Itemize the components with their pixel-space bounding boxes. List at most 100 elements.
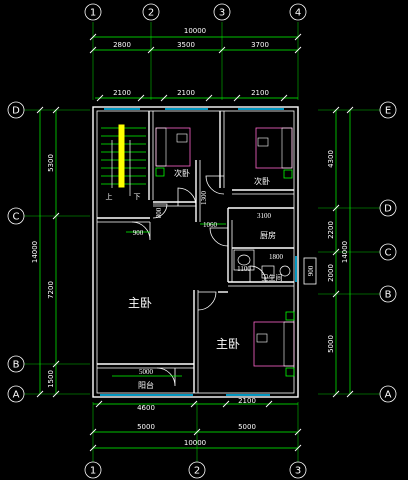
axis-bubble-top-2: 2	[142, 3, 160, 21]
dim-left-b-a: 1500	[47, 370, 55, 388]
svg-text:1: 1	[90, 8, 96, 19]
stair-arrow	[111, 140, 131, 196]
room-label-balcony: 阳台	[138, 380, 154, 390]
svg-text:D: D	[12, 106, 20, 117]
room-label-bath: 卫生间	[262, 273, 283, 282]
dim-door-2: 1060	[203, 221, 218, 229]
svg-text:A: A	[13, 390, 20, 401]
axis-bubble-top-1: 1	[84, 3, 102, 21]
dim-right-d-c: 2200	[327, 221, 335, 239]
dimension-labels: 10000 2800 3500 3700 2100 2100 2100 1400…	[31, 27, 349, 447]
svg-text:C: C	[13, 212, 20, 223]
dim-top-seg-2: 3500	[177, 41, 195, 49]
windows	[100, 108, 297, 396]
dim-bottom-win-2: 2100	[238, 397, 256, 405]
exterior-wall	[92, 106, 299, 398]
right-window-marker: 900	[303, 257, 317, 285]
room-label-bedroom1: 次卧	[174, 168, 190, 178]
dim-top-win-3: 2100	[251, 89, 269, 97]
axis-bubble-right-D: D	[379, 199, 397, 217]
room-label-master1: 主卧	[128, 296, 152, 310]
dim-door-1: 900	[133, 229, 144, 237]
dim-top-seg-3: 3700	[251, 41, 269, 49]
dim-top-win-2: 2100	[177, 89, 195, 97]
door-bedroom2	[205, 175, 225, 195]
axis-bubble-left-A: A	[7, 385, 25, 403]
sink-icon	[237, 254, 251, 266]
dim-bottom-seg-2: 5000	[238, 423, 256, 431]
door-stair	[152, 203, 168, 219]
axis-bubble-right-E: E	[379, 101, 397, 119]
axis-bubble-top-4: 4	[289, 3, 307, 21]
room-labels: 次卧 次卧 厨房 卫生间 主卧 主卧 阳台	[128, 168, 283, 390]
door-dimensions: 900 1060 1100 1800 3100 5000 800 1300	[112, 191, 284, 377]
dim-bottom-total: 10000	[184, 439, 206, 447]
stair-down-label: 下	[134, 193, 141, 201]
dim-bottom-seg-1: 5000	[137, 423, 155, 431]
axis-bubble-left-D: D	[7, 101, 25, 119]
door-master2	[197, 291, 217, 311]
svg-text:B: B	[13, 360, 20, 371]
dim-balcony-width: 5000	[139, 368, 154, 376]
room-label-bedroom2: 次卧	[254, 176, 270, 186]
axis-bubble-right-A: A	[379, 385, 397, 403]
furniture	[155, 127, 295, 377]
svg-text:2: 2	[194, 466, 200, 477]
axis-grid	[24, 22, 380, 462]
stair-up-label: 上	[106, 192, 113, 201]
svg-text:A: A	[385, 390, 392, 401]
basin-icon	[279, 265, 291, 277]
axis-bubble-left-B: B	[7, 355, 25, 373]
dim-bottom-win-1: 4600	[137, 404, 155, 412]
bed-master2	[253, 311, 295, 377]
exterior-wall-inner	[96, 110, 295, 394]
axis-bubbles: 1 2 3 4 1 2 3 D C B A E D C B A	[7, 3, 397, 479]
staircase: 上 下	[101, 124, 146, 201]
svg-text:E: E	[385, 106, 391, 117]
walls	[92, 106, 299, 398]
room-label-master2: 主卧	[216, 337, 240, 351]
stair-handrail	[118, 124, 125, 188]
door-kitchen	[209, 227, 229, 247]
dimension-lines	[39, 36, 351, 449]
svg-text:C: C	[385, 248, 392, 259]
dim-door-bedroom: 1300	[200, 191, 208, 206]
bed-bedroom1	[155, 127, 191, 177]
dim-right-b-a: 5000	[327, 335, 335, 353]
svg-text:3: 3	[295, 466, 301, 477]
svg-text:4: 4	[295, 8, 301, 19]
axis-bubble-top-3: 3	[213, 3, 231, 21]
dim-top-seg-1: 2800	[113, 41, 131, 49]
svg-text:D: D	[384, 204, 392, 215]
svg-text:1: 1	[90, 466, 96, 477]
dim-right-win: 900	[307, 265, 315, 276]
dim-top-total: 10000	[184, 27, 206, 35]
door-bedroom1	[177, 187, 197, 207]
svg-text:2: 2	[148, 8, 154, 19]
dim-door-4: 1800	[269, 253, 284, 261]
axis-bubble-right-B: B	[379, 285, 397, 303]
axis-bubble-right-C: C	[379, 243, 397, 261]
bed-bedroom2	[255, 127, 293, 179]
dim-right-total: 14000	[341, 241, 349, 263]
axis-bubble-bottom-2: 2	[188, 461, 206, 479]
toilet-icon	[261, 265, 275, 279]
axis-bubble-left-C: C	[7, 207, 25, 225]
fixtures	[233, 249, 291, 279]
kitchen-counter	[233, 249, 255, 271]
door-balcony	[156, 367, 176, 387]
door-bath	[249, 265, 267, 283]
dim-kitchen-width: 3100	[257, 212, 272, 220]
room-label-kitchen: 厨房	[260, 230, 276, 240]
dim-right-c-b: 2000	[327, 264, 335, 282]
axis-bubble-bottom-1: 1	[84, 461, 102, 479]
svg-text:3: 3	[219, 8, 225, 19]
dim-door-3: 1100	[237, 265, 251, 273]
dimension-ticks	[36, 33, 354, 452]
dim-left-d-c: 5300	[47, 154, 55, 172]
dim-left-total: 14000	[31, 241, 39, 263]
dim-top-win-1: 2100	[113, 89, 131, 97]
dim-left-c-b: 7200	[47, 281, 55, 299]
door-master1	[131, 221, 151, 241]
